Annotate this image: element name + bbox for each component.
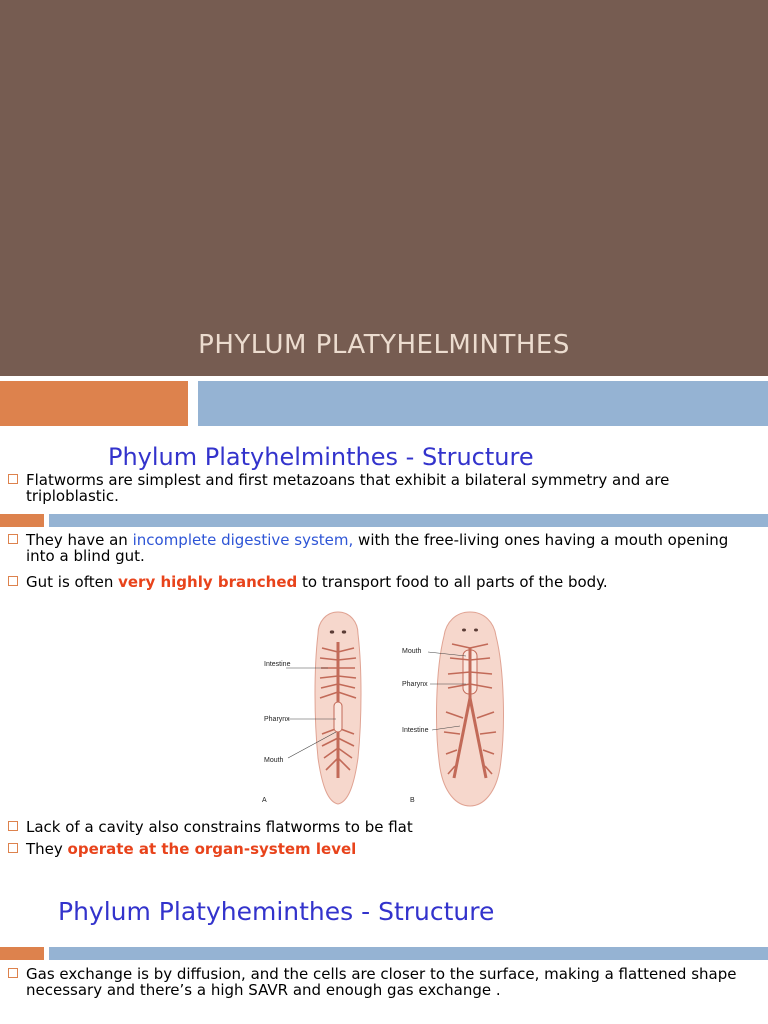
bullet-text: Flatworms are simplest and first metazoa… [26,471,670,505]
accent-band-orange-small [0,514,44,527]
bullet-text: Gut is often [26,573,119,591]
label-pharynx-b: Pharynx [402,681,428,688]
slide-heading-structure-2: Phylum Platyheminthes - Structure [58,897,495,926]
flatworm-illustration: Intestine Pharynx Mouth A Mouth Pharynx … [262,611,504,807]
accent-band-orange-small [0,947,44,960]
bullet-marker-icon [8,576,18,586]
bullet-text: Gas exchange is by diffusion, and the ce… [26,965,737,999]
accent-band-blue-small [49,514,768,527]
bullet-text: Lack of a cavity also constrains flatwor… [26,818,413,836]
bullet-text: to transport food to all parts of the bo… [297,573,608,591]
bullet-item: They have an incomplete digestive system… [8,532,760,564]
bullet-item: Lack of a cavity also constrains flatwor… [8,819,760,835]
label-pharynx-a: Pharynx [264,716,290,723]
bullet-marker-icon [8,474,18,484]
bullet-marker-icon [8,968,18,978]
title-slide: PHYLUM PLATYHELMINTHES [0,0,768,376]
label-mouth-b: Mouth [402,648,422,655]
worm-b: Mouth Pharynx Intestine B [402,611,504,807]
bullet-item: They operate at the organ-system level [8,841,760,857]
flatworm-digestive-figure: Intestine Pharynx Mouth A Mouth Pharynx … [258,608,520,808]
bullet-highlight: very highly branched [118,573,298,591]
accent-band-blue [198,381,768,426]
label-intestine-b: Intestine [402,727,429,734]
slide-title: PHYLUM PLATYHELMINTHES [198,330,570,360]
bullet-marker-icon [8,843,18,853]
bullet-text: They [26,840,68,858]
bullet-marker-icon [8,534,18,544]
bullet-item: Gas exchange is by diffusion, and the ce… [8,966,760,998]
bullet-text: with the free-living ones having a mouth… [26,531,729,565]
accent-band-orange [0,381,188,426]
label-intestine-a: Intestine [264,661,291,668]
worm-a: Intestine Pharynx Mouth A [262,611,362,805]
accent-band-blue-small [49,947,768,960]
panel-label-a: A [262,797,267,804]
bullet-item: Flatworms are simplest and first metazoa… [8,472,760,504]
bullet-text: They have an [26,531,133,549]
bullet-highlight: operate at the organ-system level [67,840,357,858]
bullet-item: Gut is often very highly branched to tra… [8,574,760,590]
label-mouth-a: Mouth [264,757,284,764]
bullet-marker-icon [8,821,18,831]
slide-heading-structure: Phylum Platyhelminthes - Structure [108,443,534,471]
bullet-highlight: incomplete digestive system, [132,531,354,549]
panel-label-b: B [410,797,415,804]
